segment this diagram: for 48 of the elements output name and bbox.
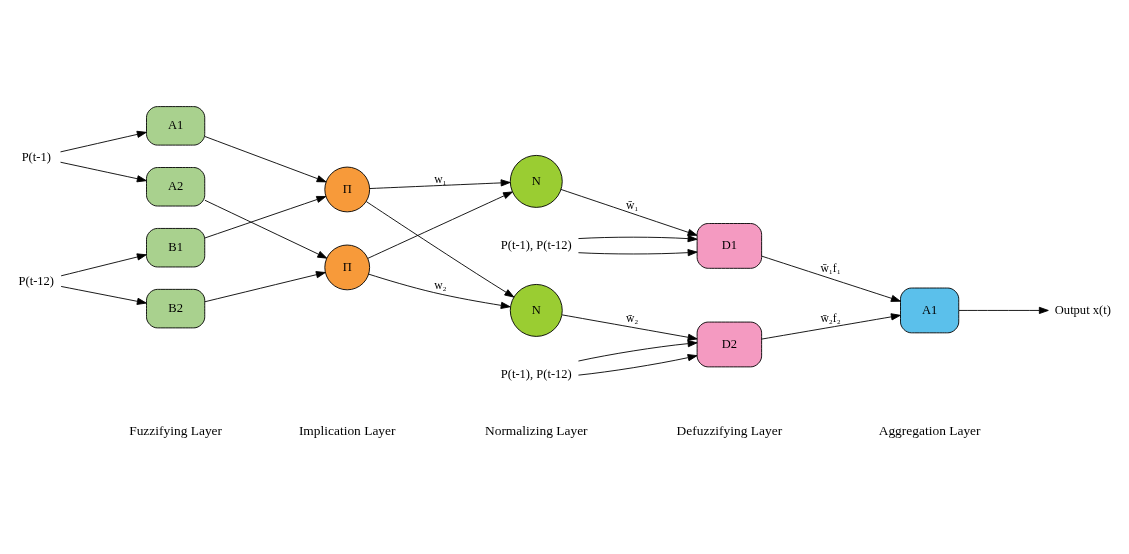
edge-label: w̄₂ (625, 311, 639, 325)
label: Normalizing Layer (484, 422, 588, 438)
label: Implication Layer (298, 422, 396, 438)
edge-label: w₂ (434, 278, 447, 292)
arrow (367, 190, 513, 259)
arrow (204, 135, 327, 182)
arrow (560, 188, 698, 236)
arrow (365, 200, 515, 298)
arrow (561, 313, 698, 341)
label: Fuzzifying Layer (129, 422, 223, 438)
arrow (60, 285, 147, 305)
arrow (369, 178, 511, 189)
arrow (368, 273, 511, 309)
node-circle: N (509, 154, 563, 208)
arrow (60, 161, 147, 182)
arrow (60, 130, 147, 152)
node-box: D2 (696, 321, 763, 367)
edge-label: w̄₂f₂ (820, 311, 841, 325)
node-text: P(t-12) (18, 273, 55, 288)
arrow (578, 339, 698, 361)
arrow (578, 353, 698, 376)
edge-label: w̄₁ (625, 198, 639, 212)
arrow (204, 199, 328, 259)
label: Aggregation Layer (878, 422, 981, 438)
node-circle: Π (324, 244, 371, 290)
node-box: A2 (146, 166, 206, 206)
node-box: B2 (146, 288, 206, 328)
node-box: A1 (146, 105, 206, 146)
arrow (204, 195, 327, 238)
arrow (578, 248, 698, 256)
edge-label: w₁ (434, 172, 447, 186)
node-circle: Π (324, 166, 371, 212)
node-box: B1 (146, 227, 206, 267)
arrow (958, 306, 1049, 314)
node-text: P(t-1), P(t-12) (500, 237, 572, 252)
arrow (761, 255, 901, 302)
arrow (578, 234, 698, 242)
node-text: P(t-1) (21, 149, 51, 164)
node-text: P(t-1), P(t-12) (500, 366, 572, 381)
arrow (60, 252, 147, 276)
arrow (204, 270, 326, 302)
label: Defuzzifying Layer (676, 422, 783, 438)
edge-label: w̄₁f₁ (820, 261, 841, 275)
arrow (761, 312, 901, 340)
node-box: A1 (900, 287, 960, 333)
node-text: Output x(t) (1054, 302, 1111, 317)
node-box: D1 (696, 222, 763, 269)
node-circle: N (509, 283, 563, 337)
